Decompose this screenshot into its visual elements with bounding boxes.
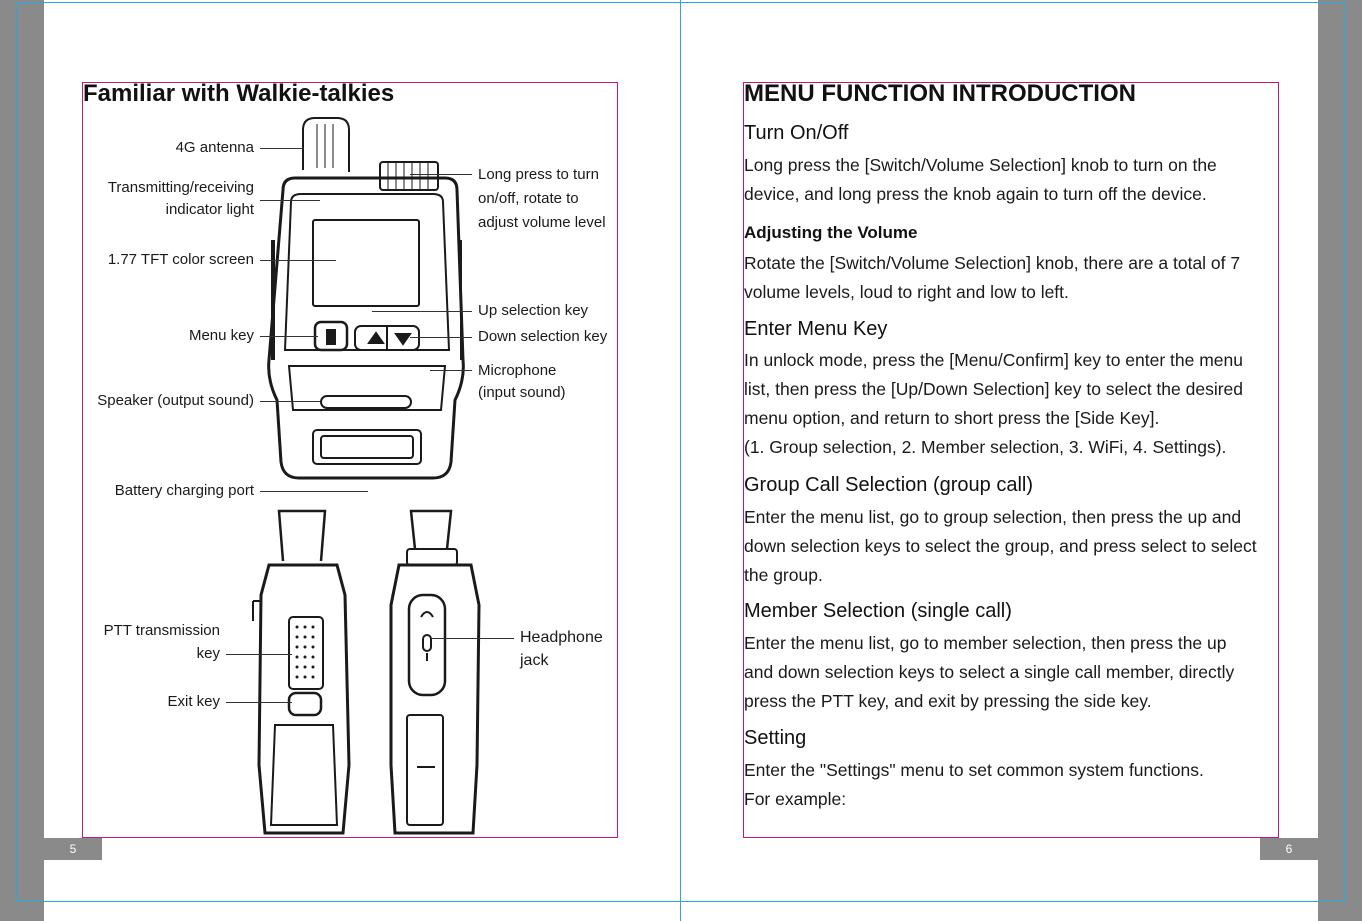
leader-down-key [410,337,472,338]
section-heading-member-call: Member Selection (single call) [744,600,1012,622]
left-page-title: Familiar with Walkie-talkies [83,80,395,107]
section-heading-menu-key: Enter Menu Key [744,318,888,340]
section-body-member-call: Enter the menu list, go to member select… [744,633,1235,711]
left-content-frame [82,82,618,838]
label-charging-port: Battery charging port [114,482,254,499]
section-heading-setting: Setting [744,727,807,749]
section-heading-turn-on-off: Turn On/Off [744,122,849,144]
label-jack-1: Headphone [520,629,603,646]
guide-left [16,2,17,902]
right-page-title: MENU FUNCTION INTRODUCTION [744,80,1136,107]
leader-microphone [430,370,472,371]
walkie-talkie-front-illustration [267,117,465,480]
leader-charging-port [260,491,368,492]
label-mic-1: Microphone [478,362,557,379]
section-body-group-call: Enter the menu list, go to group selecti… [744,507,1257,585]
section-body-menu-key: In unlock mode, press the [Menu/Confirm]… [744,350,1244,457]
label-antenna: 4G antenna [175,139,254,156]
label-indicator-1: Transmitting/receiving [107,179,254,196]
leader-headphone-jack [432,638,514,639]
section-body-volume: Rotate the [Switch/Volume Selection] kno… [744,253,1241,302]
section-heading-volume: Adjusting the Volume [744,223,918,242]
leader-exit-key [226,702,292,703]
label-indicator-2: indicator light [165,201,254,218]
section-body-setting: Enter the "Settings" menu to set common … [744,760,1204,809]
guide-bottom [16,901,1346,902]
label-menu-key: Menu key [188,327,254,344]
leader-up-key [372,311,472,312]
leader-antenna [260,148,304,149]
leader-knob [410,174,472,175]
label-speaker: Speaker (output sound) [97,392,254,409]
leader-menu-key [260,336,318,337]
leader-indicator [260,200,320,201]
label-knob-3: adjust volume level [478,214,606,231]
section-body-turn-on-off: Long press the [Switch/Volume Selection]… [744,155,1217,204]
section-heading-group-call: Group Call Selection (group call) [744,474,1034,496]
leader-screen [260,260,336,261]
walkie-talkie-right-side-illustration [389,509,481,835]
label-ptt-2: key [196,645,220,662]
walkie-talkie-left-side-illustration [252,509,351,835]
label-down-key: Down selection key [478,328,608,345]
leader-speaker [260,401,320,402]
guide-right [1345,2,1346,902]
label-ptt-1: PTT transmission [103,622,220,639]
leader-ptt [226,654,292,655]
label-exit-key: Exit key [167,693,220,710]
guide-spine [680,0,681,921]
label-knob-1: Long press to turn [478,166,599,183]
label-mic-2: (input sound) [478,384,566,401]
label-screen: 1.77 TFT color screen [107,251,254,268]
label-jack-2: jack [520,652,549,669]
page-number-left: 5 [44,838,102,860]
label-knob-2: on/off, rotate to [478,190,579,207]
label-up-key: Up selection key [478,302,589,319]
left-gutter [0,0,44,921]
page-number-right: 6 [1260,838,1318,860]
right-content-frame [743,82,1279,838]
right-gutter [1318,0,1362,921]
guide-top [16,2,1346,3]
